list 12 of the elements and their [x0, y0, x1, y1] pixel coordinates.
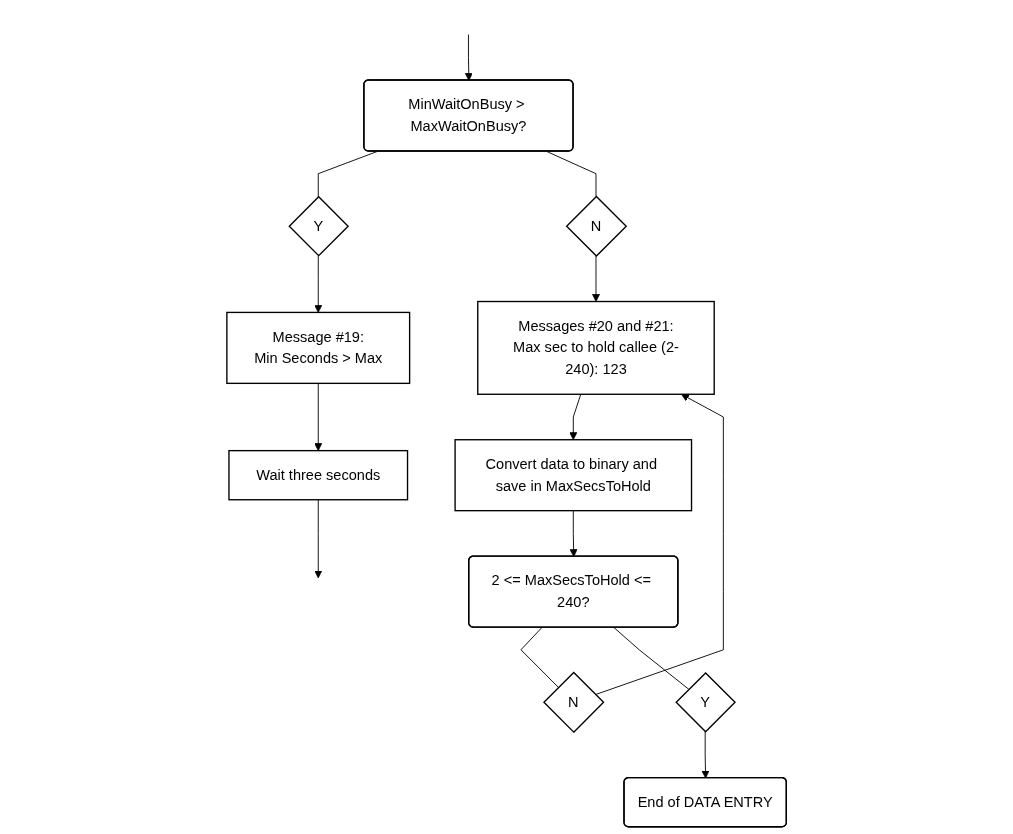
node-box: Message #19: Min Seconds > Max [226, 311, 411, 385]
node-box: Wait three seconds [228, 449, 409, 501]
node-diamond: N [565, 195, 628, 257]
node-box: Convert data to binary and save in MaxSecsToHold [454, 439, 693, 512]
connector [317, 150, 378, 198]
connector [613, 627, 690, 690]
node-diamond: Y [288, 195, 349, 257]
node-box: Messages #20 and #21: Max sec to hold callee (2-240): 123 [477, 300, 715, 395]
connector [546, 150, 597, 197]
node-diamond: N [542, 671, 605, 734]
node-diamond: Y [675, 671, 736, 733]
connector [520, 627, 559, 688]
